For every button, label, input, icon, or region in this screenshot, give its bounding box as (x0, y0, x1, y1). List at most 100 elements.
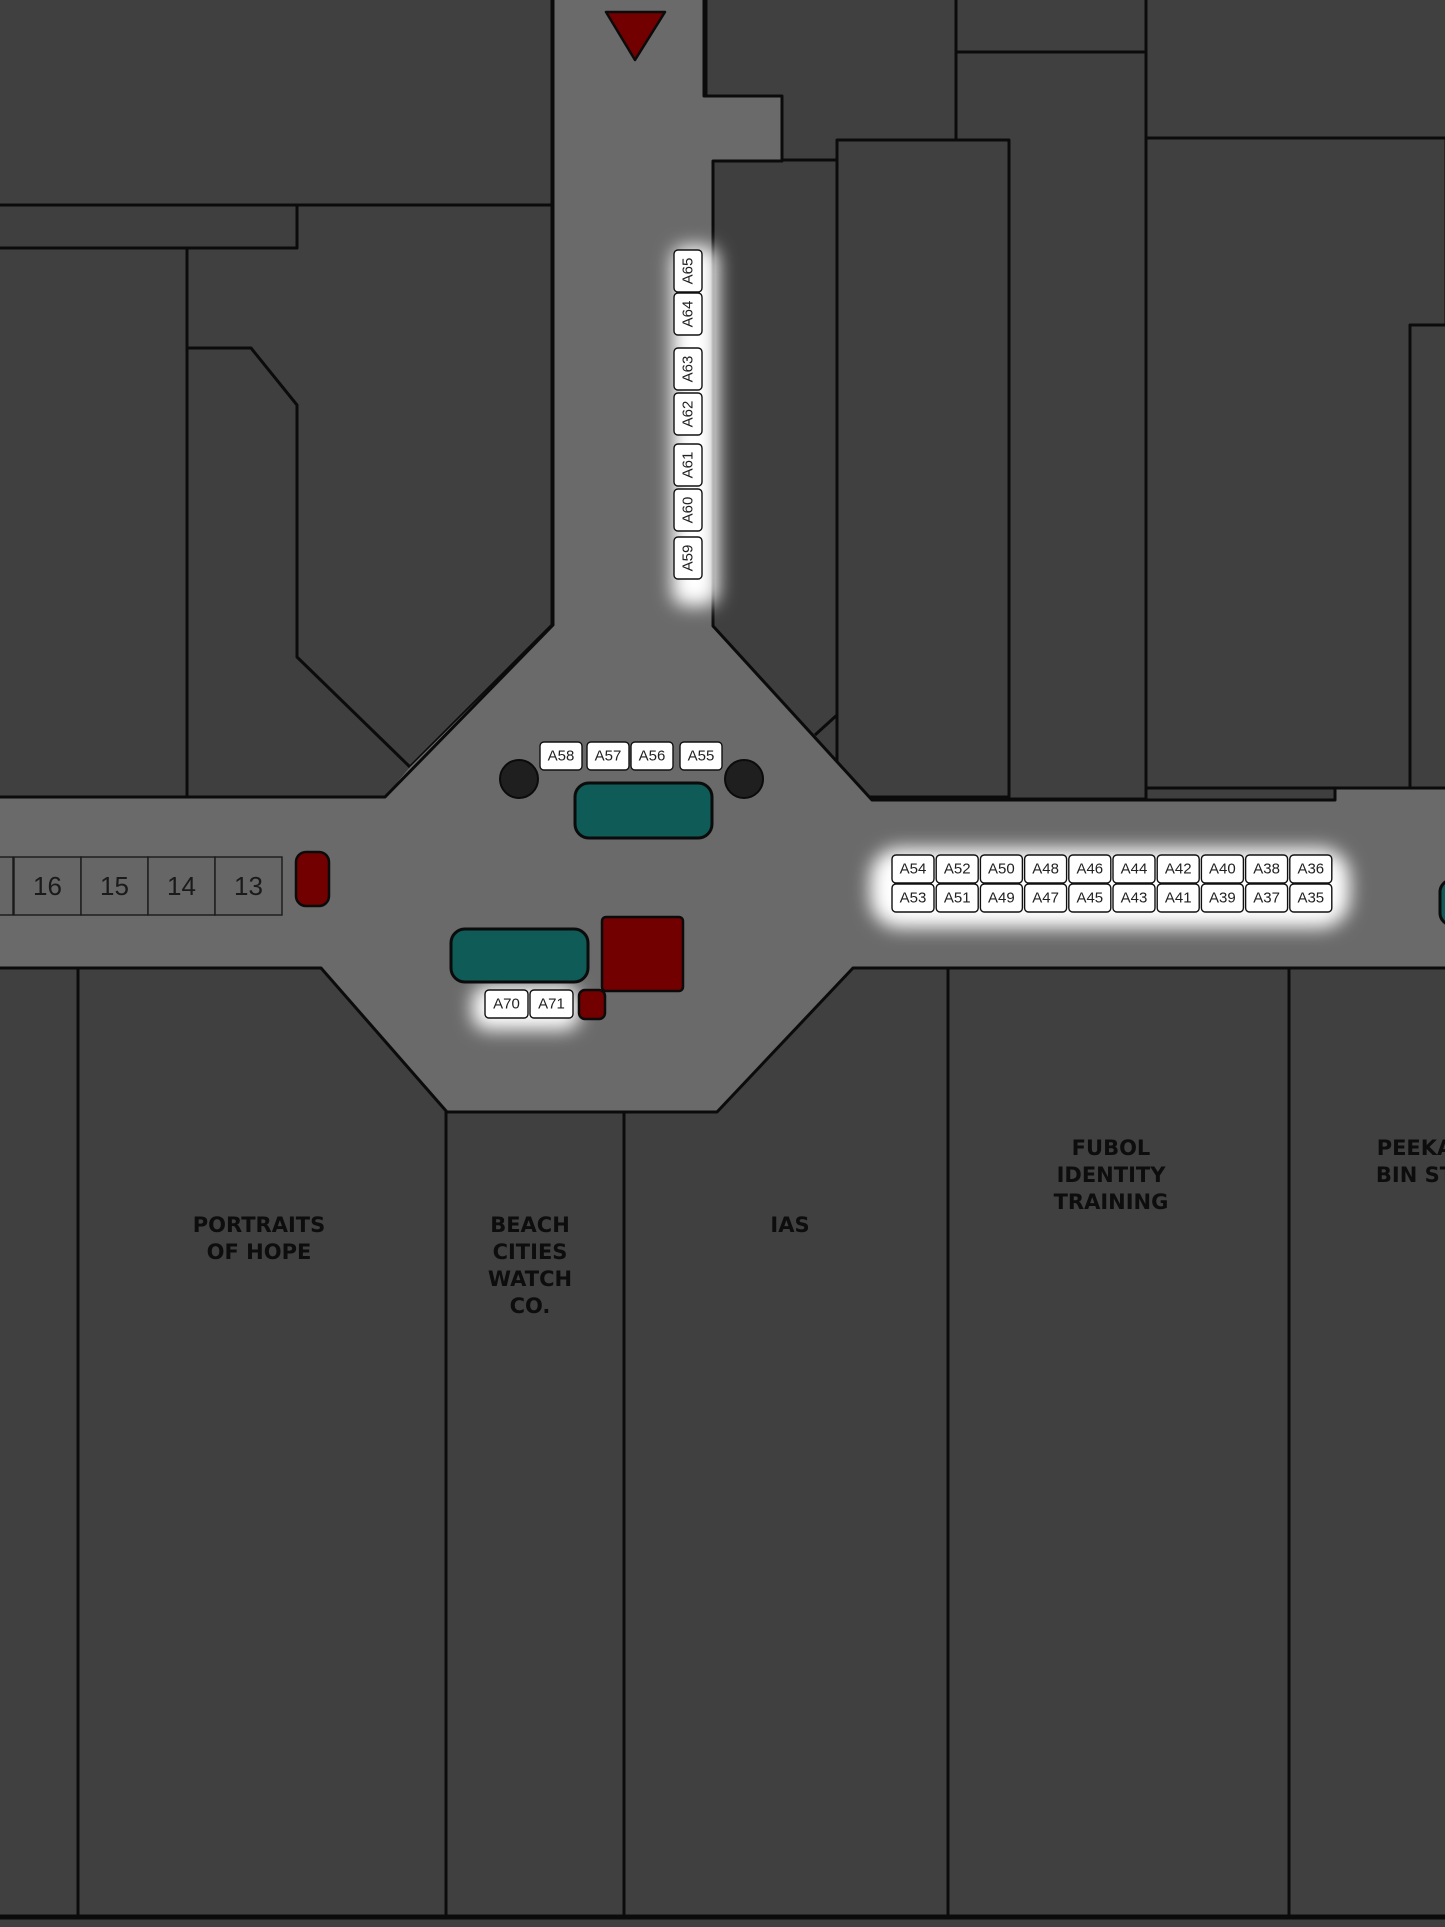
store-unit-ias[interactable] (622, 966, 950, 1920)
store-unit-right-6[interactable] (1408, 323, 1445, 790)
booth-A56[interactable]: A56 (630, 741, 674, 771)
booth-A70[interactable]: A70 (484, 989, 529, 1019)
booth-A64[interactable]: A64 (673, 292, 703, 336)
store-unit-top-right-2[interactable] (954, 0, 1148, 54)
pillar-icon (724, 759, 764, 799)
booth-label: A46 (1076, 861, 1103, 878)
store-unit-bottom-left-edge[interactable] (0, 966, 80, 1920)
teal-fixture-bottom[interactable] (449, 927, 590, 984)
booth-A65[interactable]: A65 (673, 249, 703, 293)
booth-label: A56 (639, 748, 666, 765)
booth-A45[interactable]: A45 (1068, 883, 1112, 913)
booth-A40[interactable]: A40 (1200, 854, 1245, 884)
store-unit-fubol[interactable] (946, 966, 1291, 1920)
booth-A37[interactable]: A37 (1244, 883, 1289, 913)
booth-A57[interactable]: A57 (586, 741, 630, 771)
booth-A59[interactable]: A59 (673, 536, 703, 580)
old-kiosk-label: 14 (167, 871, 196, 901)
store-unit-left-1[interactable] (0, 246, 189, 800)
old-kiosk-13[interactable]: 13 (214, 856, 283, 916)
corridor-outline-bottom (0, 966, 1445, 1114)
booth-label: A39 (1209, 890, 1236, 907)
booth-label: A48 (1032, 861, 1059, 878)
booth-label: A61 (680, 452, 697, 479)
store-unit-right-narrow[interactable] (835, 138, 1011, 799)
booth-A46[interactable]: A46 (1068, 854, 1112, 884)
old-kiosk-14[interactable]: 14 (147, 856, 216, 916)
store-unit-top-right-5[interactable] (1144, 136, 1445, 790)
red-fixture-large[interactable] (600, 915, 685, 993)
booth-A71[interactable]: A71 (529, 989, 574, 1019)
booth-A38[interactable]: A38 (1244, 854, 1289, 884)
booth-label: A57 (595, 748, 622, 765)
teal-fixture-right[interactable] (1438, 880, 1445, 925)
booth-A50[interactable]: A50 (979, 854, 1024, 884)
booth-A39[interactable]: A39 (1200, 883, 1245, 913)
store-name-fubol: FUBOL (1072, 1136, 1151, 1160)
booth-label: A47 (1032, 890, 1059, 907)
old-kiosk-partial (0, 856, 14, 916)
corridor-floor (0, 0, 1445, 1112)
triangle-down-icon[interactable] (604, 10, 667, 62)
booth-label: A50 (988, 861, 1015, 878)
store-unit-top-right-4[interactable] (1144, 0, 1445, 140)
booth-label: A59 (680, 545, 697, 572)
booth-label: A44 (1121, 861, 1148, 878)
booth-A43[interactable]: A43 (1112, 883, 1156, 913)
booth-A35[interactable]: A35 (1289, 883, 1333, 913)
teal-fixture-top[interactable] (573, 781, 714, 840)
booth-A55[interactable]: A55 (679, 741, 723, 771)
store-name-ias: IAS (770, 1213, 809, 1237)
booth-A41[interactable]: A41 (1156, 883, 1200, 913)
booth-label: A36 (1297, 861, 1324, 878)
pillar-icon (499, 759, 539, 799)
booth-A47[interactable]: A47 (1023, 883, 1068, 913)
store-name-beach: CITIES (493, 1240, 568, 1264)
store-unit-top-left[interactable] (0, 0, 554, 207)
booth-A51[interactable]: A51 (935, 883, 979, 913)
corridor-notch (813, 713, 839, 737)
old-kiosk-15[interactable]: 15 (80, 856, 149, 916)
booth-A63[interactable]: A63 (673, 347, 703, 391)
red-fixture-left[interactable] (294, 850, 331, 908)
booth-A60[interactable]: A60 (673, 488, 703, 532)
booth-label: A52 (944, 861, 971, 878)
store-name-fubol: IDENTITY (1057, 1163, 1167, 1187)
store-name-beach: CO. (510, 1294, 551, 1318)
booth-label: A49 (988, 890, 1015, 907)
red-fixture-small[interactable] (577, 988, 607, 1021)
booth-label: A35 (1297, 890, 1324, 907)
corridor-outline (0, 0, 555, 799)
booth-A58[interactable]: A58 (539, 741, 583, 771)
booth-A44[interactable]: A44 (1112, 854, 1156, 884)
store-name-fubol: TRAINING (1054, 1190, 1169, 1214)
booth-label: A62 (680, 401, 697, 428)
booth-label: A55 (688, 748, 715, 765)
store-name-beach: BEACH (490, 1213, 570, 1237)
booth-A49[interactable]: A49 (979, 883, 1024, 913)
booth-A42[interactable]: A42 (1156, 854, 1200, 884)
store-unit-peeka[interactable] (1287, 966, 1445, 1920)
booth-label: A70 (493, 996, 520, 1013)
booth-label: A58 (548, 748, 575, 765)
store-name-beach: WATCH (488, 1267, 572, 1291)
booth-A62[interactable]: A62 (673, 392, 703, 436)
store-unit-portraits[interactable] (76, 966, 448, 1920)
old-kiosk-16[interactable]: 16 (13, 856, 82, 916)
booth-A54[interactable]: A54 (891, 854, 935, 884)
old-kiosk-label: 15 (100, 871, 129, 901)
booth-A53[interactable]: A53 (891, 883, 935, 913)
store-name-peeka: PEEKA (1377, 1136, 1445, 1160)
booth-A36[interactable]: A36 (1289, 854, 1333, 884)
booth-A52[interactable]: A52 (935, 854, 979, 884)
old-kiosk-label: 13 (234, 871, 263, 901)
booth-label: A64 (680, 301, 697, 328)
booth-label: A65 (680, 258, 697, 285)
booth-label: A43 (1121, 890, 1148, 907)
booth-A48[interactable]: A48 (1023, 854, 1068, 884)
store-unit-beach[interactable] (444, 1108, 626, 1920)
booth-label: A45 (1076, 890, 1103, 907)
store-name-peeka: BIN ST (1376, 1163, 1445, 1187)
booth-A61[interactable]: A61 (673, 443, 703, 487)
